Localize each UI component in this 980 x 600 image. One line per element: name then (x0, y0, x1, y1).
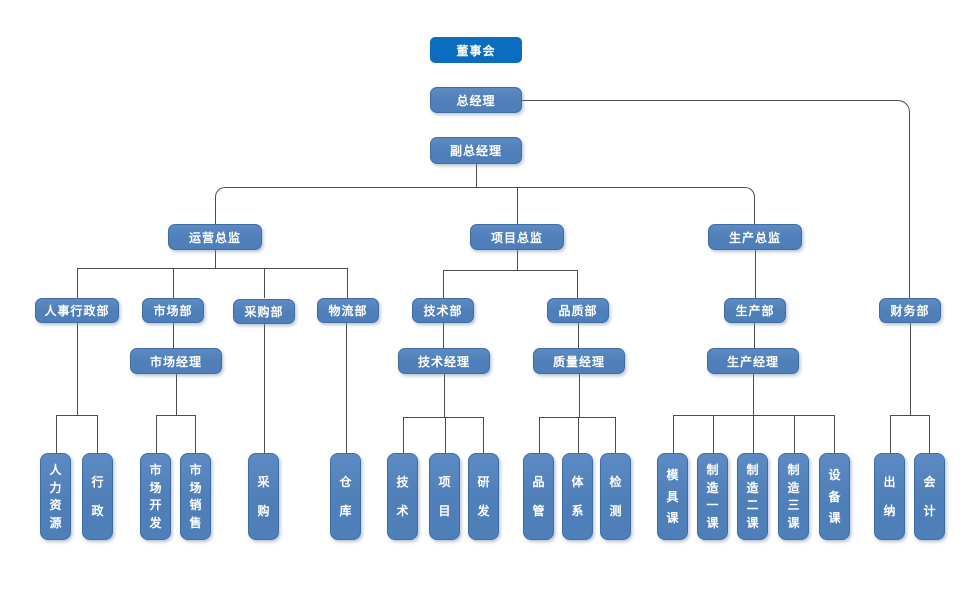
connector-project-director-drop (517, 187, 518, 224)
connector-production-to-manager (754, 323, 755, 348)
node-manager-technical: 技术经理 (398, 348, 490, 374)
connector-purchasing-team-drop (264, 323, 265, 453)
node-team-admin: 行政 (82, 453, 113, 540)
node-dept-finance: 财务部 (879, 298, 941, 323)
connector-marketing-dept-drop (173, 268, 174, 298)
node-dept-production: 生产部 (724, 298, 786, 323)
node-team-system: 体系 (562, 453, 593, 540)
node-dept-logistics: 物流部 (317, 298, 379, 323)
connector-marketing-manager-drop (176, 374, 177, 415)
connector-marketing-to-manager (173, 323, 174, 348)
node-team-accounting: 会计 (914, 453, 945, 540)
node-team-hr: 人力资源 (40, 453, 71, 540)
node-team-mfg3: 制造三课 (778, 453, 809, 540)
node-team-mfg1: 制造一课 (697, 453, 728, 540)
node-team-qc: 品管 (523, 453, 554, 540)
connector-technology-to-manager (443, 323, 444, 348)
connector-finance-drop (910, 323, 911, 415)
node-dept-marketing: 市场部 (142, 298, 204, 323)
node-team-purchasing: 采购 (248, 453, 279, 540)
node-team-mold: 模具课 (657, 453, 688, 540)
connector-mfg2-team-drop (753, 415, 754, 453)
connector-quality-to-manager (578, 323, 579, 348)
node-general-manager: 总经理 (430, 87, 522, 113)
node-manager-quality: 质量经理 (533, 348, 625, 374)
connector-gm-finance (522, 100, 910, 298)
node-project-director: 项目总监 (470, 224, 564, 250)
node-manager-production: 生产经理 (707, 348, 799, 374)
connector-finance-bus (890, 415, 930, 453)
connector-hr-admin-bus (56, 415, 98, 453)
node-team-technology: 技术 (387, 453, 418, 540)
node-board: 董事会 (430, 37, 522, 63)
node-team-mfg2: 制造二课 (737, 453, 768, 540)
connector-project-bus (443, 270, 578, 298)
connector-technical-manager-bus (403, 417, 484, 453)
connector-production-manager-drop (753, 374, 754, 415)
connector-project-team-drop (445, 417, 446, 453)
connector-system-team-drop (578, 417, 579, 453)
node-operations-director: 运营总监 (168, 224, 262, 250)
connector-hr-admin-drop (77, 323, 78, 415)
connector-purchasing-dept-drop (264, 268, 265, 298)
node-team-market-sales: 市场销售 (180, 453, 211, 540)
connector-marketing-manager-bus (156, 415, 196, 453)
node-manager-marketing: 市场经理 (130, 348, 222, 374)
node-team-inspection: 检测 (600, 453, 631, 540)
connector-mfg3-team-drop (794, 415, 795, 453)
node-production-director: 生产总监 (708, 224, 802, 250)
node-dept-quality: 品质部 (547, 298, 609, 323)
connector-warehouse-team-drop (346, 323, 347, 453)
node-team-rnd: 研发 (468, 453, 499, 540)
node-dept-hr-admin: 人事行政部 (35, 298, 119, 323)
connector-deputy-gm-drop (476, 164, 477, 187)
connector-production-director-drop (755, 250, 756, 298)
node-team-market-dev: 市场开发 (140, 453, 171, 540)
connector-technical-manager-drop (444, 374, 445, 417)
node-team-project: 项目 (429, 453, 460, 540)
node-team-cashier: 出纳 (874, 453, 905, 540)
connector-operations-bus (77, 268, 348, 298)
node-dept-technology: 技术部 (412, 298, 474, 323)
node-team-warehouse: 仓库 (330, 453, 361, 540)
connector-mfg1-team-drop (713, 415, 714, 453)
node-dept-purchasing: 采购部 (233, 299, 295, 324)
connector-production-manager-bus (673, 415, 835, 453)
connector-quality-manager-drop (579, 374, 580, 417)
connector-quality-manager-bus (539, 417, 616, 453)
node-team-equipment: 设备课 (819, 453, 850, 540)
connector-project-drop (517, 250, 518, 270)
node-deputy-general-manager: 副总经理 (430, 137, 522, 164)
connector-directors-bus (215, 187, 755, 224)
connector-operations-drop (215, 250, 216, 268)
